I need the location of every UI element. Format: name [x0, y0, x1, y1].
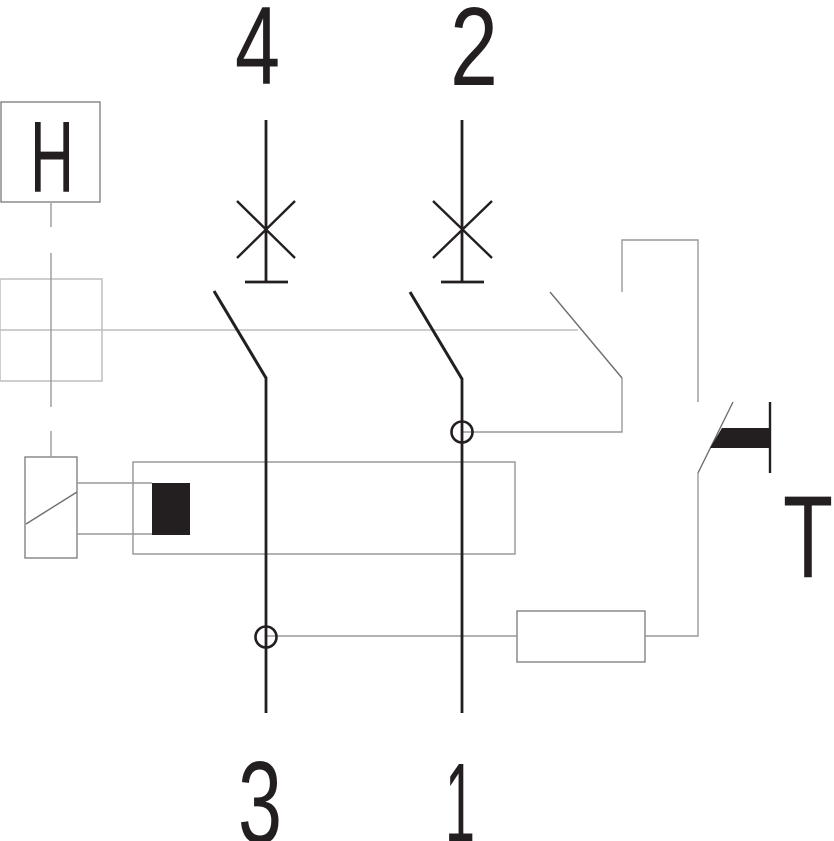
pole-1-main-contact-arm	[408, 291, 464, 380]
test-button-stem	[768, 402, 772, 473]
wire-group	[50, 203, 699, 637]
ct-core-block	[152, 483, 190, 535]
terminal-label-1: 1	[445, 740, 475, 841]
terminal-label-2: 2	[450, 0, 498, 109]
test-to-resistor-wire	[645, 473, 699, 637]
trip-relay-lever	[25, 491, 78, 525]
terminal-2-cross-icon	[432, 200, 493, 259]
terminal-4-cross-icon	[236, 200, 296, 259]
test-button-cap	[710, 428, 770, 448]
current-transformer-box	[132, 461, 516, 555]
ct-outline-group	[132, 461, 516, 555]
terminal-label-4: 4	[235, 0, 280, 108]
test-resistor-box	[516, 610, 646, 663]
pole-1-node-circle	[450, 420, 474, 444]
mechanism-group	[0, 278, 578, 382]
aux-contact-group	[25, 291, 734, 525]
pole-3-node-circle	[254, 625, 278, 649]
test-button-label: T	[783, 471, 833, 602]
aux-pivot-to-node-wire	[462, 378, 623, 433]
test-button-contact-arm	[697, 401, 734, 474]
pole-conductor-group	[212, 120, 493, 713]
handle-label: H	[30, 102, 74, 214]
aux-contact-to-test-wire	[621, 239, 699, 402]
outline-box-group	[0, 101, 646, 663]
pole-3-main-contact-arm	[212, 290, 268, 379]
terminal-label-3: 3	[238, 737, 282, 841]
label-group: 4 2 3 1 H T	[30, 0, 833, 841]
handle-box	[0, 101, 101, 203]
aux-contact-arm	[549, 291, 623, 379]
filled-parts-group	[152, 402, 772, 535]
